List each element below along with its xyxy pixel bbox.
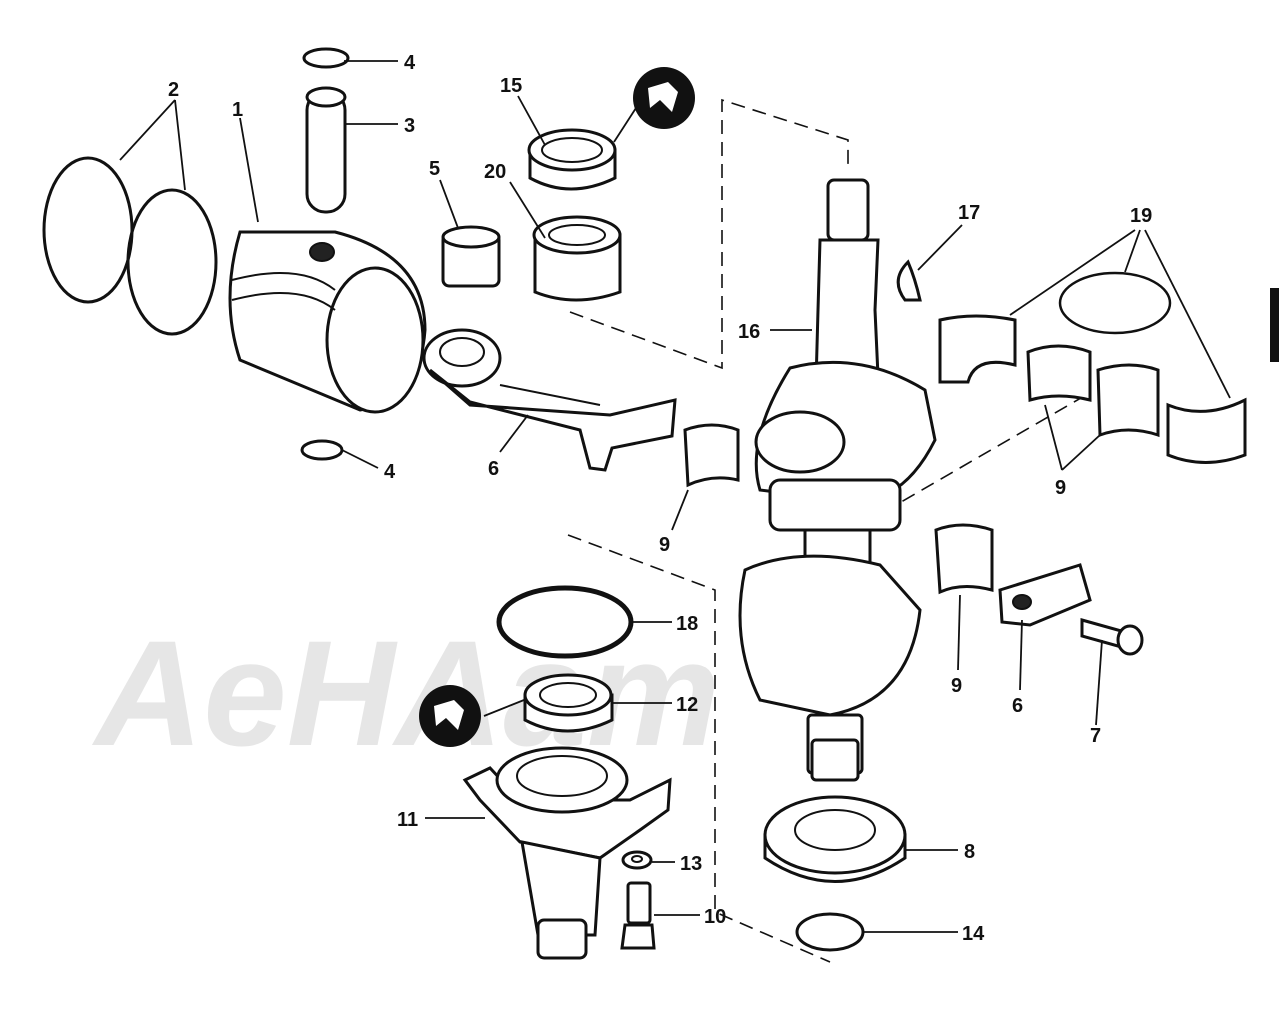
crankshaft (738, 178, 937, 782)
page-edge-tab (1270, 288, 1279, 362)
callout-15: 15 (500, 75, 522, 97)
callout-16: 16 (738, 321, 760, 343)
lower-seal (523, 673, 614, 733)
callout-9-right: 9 (1055, 477, 1066, 499)
callout-4-bottom: 4 (384, 461, 396, 483)
callout-9-left: 9 (659, 534, 670, 556)
seal (527, 128, 617, 191)
rod-cap (998, 563, 1092, 627)
woodruff-key (896, 259, 922, 302)
leader-lines (119, 60, 1231, 933)
upper-bearing (532, 215, 622, 302)
needle-bearing-cages (683, 344, 1160, 595)
callout-11: 11 (397, 809, 418, 831)
callout-9-lower: 9 (951, 675, 962, 697)
callout-8: 8 (964, 841, 975, 863)
connecting-rod (422, 328, 677, 472)
sealant-icon (633, 67, 695, 129)
callout-18: 18 (676, 613, 698, 635)
housing-screw (620, 881, 656, 950)
watermark: AeHAam (91, 609, 720, 777)
piston (228, 230, 427, 414)
retaining-ring (795, 912, 865, 952)
callout-7: 7 (1090, 725, 1101, 747)
callout-12: 12 (676, 694, 698, 716)
assembly-guides (567, 98, 1087, 963)
bearing-halves (938, 271, 1247, 464)
washer (621, 850, 653, 870)
cap-screw (1080, 618, 1144, 656)
callout-14: 14 (962, 923, 985, 945)
lower-bearing (763, 795, 907, 883)
callout-6-rod: 6 (488, 458, 499, 480)
wrist-pin (305, 86, 347, 214)
callout-labels: 1 2 3 4 4 5 6 6 7 8 9 9 9 10 11 12 13 14… (168, 52, 1152, 945)
needle-bearing (441, 225, 501, 288)
callout-4-top: 4 (404, 52, 416, 74)
callout-13: 13 (680, 853, 702, 875)
callout-1: 1 (232, 99, 243, 121)
callout-5: 5 (429, 158, 440, 180)
piston-rings (42, 156, 218, 336)
callout-3: 3 (404, 115, 415, 137)
callout-6-cap: 6 (1012, 695, 1023, 717)
callout-20: 20 (484, 161, 506, 183)
bearing-housing (462, 746, 672, 960)
callout-2: 2 (168, 79, 179, 101)
callout-17: 17 (958, 202, 980, 224)
sealant-icon (419, 685, 481, 747)
callout-10: 10 (704, 906, 726, 928)
callout-19: 19 (1130, 205, 1152, 227)
